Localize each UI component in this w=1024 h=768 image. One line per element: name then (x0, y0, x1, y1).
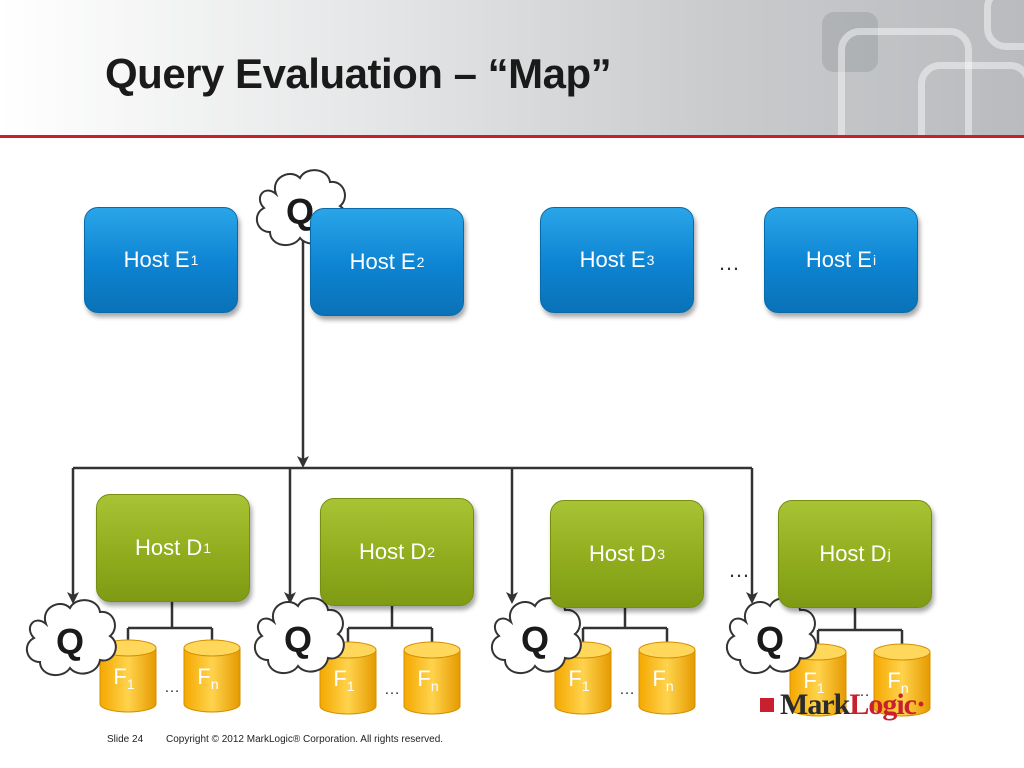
forest-connector (346, 604, 434, 650)
query-label: Q (284, 619, 312, 660)
query-label: Q (756, 619, 784, 660)
query-cloud-d1: Q (25, 599, 117, 677)
forest-first-1: F1 (99, 639, 157, 713)
e-hosts-ellipsis: … (718, 250, 740, 275)
forest-last-3: Fn (638, 641, 696, 715)
query-cloud-d3: Q (490, 597, 582, 675)
marklogic-logo: MarkLogic· (760, 688, 926, 722)
header-rule (0, 135, 1024, 138)
host-dj-label: Host D (819, 541, 887, 566)
forest-last-2: Fn (403, 641, 461, 715)
forest-ellipsis: … (619, 681, 635, 698)
header-decoration (984, 0, 1024, 50)
host-d2: Host D 2 (320, 498, 474, 606)
forest-connector (816, 606, 904, 652)
host-d1-sub: 1 (203, 540, 212, 556)
forest-connector (126, 600, 214, 648)
query-cloud-top: Q (255, 169, 347, 247)
query-label: Q (56, 621, 84, 662)
host-d1: Host D 1 (96, 494, 250, 602)
forest-last-4: Fn (873, 643, 931, 717)
host-e3-label: Host E (579, 247, 646, 272)
host-e2-sub: 2 (416, 254, 425, 270)
host-e3-sub: 3 (646, 252, 655, 268)
host-ei-sub: i (872, 252, 877, 268)
slide-title: Query Evaluation – “Map” (105, 50, 612, 97)
forest-ellipsis: … (854, 683, 870, 700)
header-decoration (918, 62, 1024, 166)
query-cloud-dj: Q (725, 597, 817, 675)
host-d2-sub: 2 (427, 544, 436, 560)
host-e1-sub: 1 (190, 252, 199, 268)
forest-ellipsis: … (384, 681, 400, 698)
forest-ellipsis: … (164, 679, 180, 696)
host-d1-label: Host D (134, 535, 203, 560)
header-decoration (838, 28, 972, 162)
query-label: Q (521, 619, 549, 660)
host-dj: Host D j (778, 500, 932, 608)
query-label: Q (286, 191, 314, 232)
host-d3-label: Host D (588, 541, 657, 566)
d-hosts-ellipsis: … (728, 557, 750, 582)
host-e2: Host E 2 (310, 208, 464, 316)
footer-slide-number: Slide 24 (107, 734, 144, 745)
footer-copyright: Copyright © 2012 MarkLogic® Corporation.… (166, 734, 444, 745)
slide-header (0, 0, 1024, 137)
forest-connector (581, 606, 669, 650)
host-e1-label: Host E (123, 247, 190, 272)
host-ei-label: Host E (805, 247, 872, 272)
host-d2-label: Host D (358, 539, 427, 564)
host-dj-sub: j (887, 546, 891, 562)
forest-first-4: F1 (789, 643, 847, 717)
host-e1: Host E 1 (84, 207, 238, 313)
forest-last-1: Fn (183, 639, 241, 713)
host-d3: Host D 3 (550, 500, 704, 608)
query-cloud-d2: Q (253, 597, 345, 675)
host-e3: Host E 3 (540, 207, 694, 313)
host-e2-label: Host E (349, 249, 416, 274)
logo-mark-icon (760, 698, 774, 712)
logo-wordmark: MarkLogic· (780, 688, 926, 721)
host-ei: Host E i (764, 207, 918, 313)
host-d3-sub: 3 (657, 546, 666, 562)
